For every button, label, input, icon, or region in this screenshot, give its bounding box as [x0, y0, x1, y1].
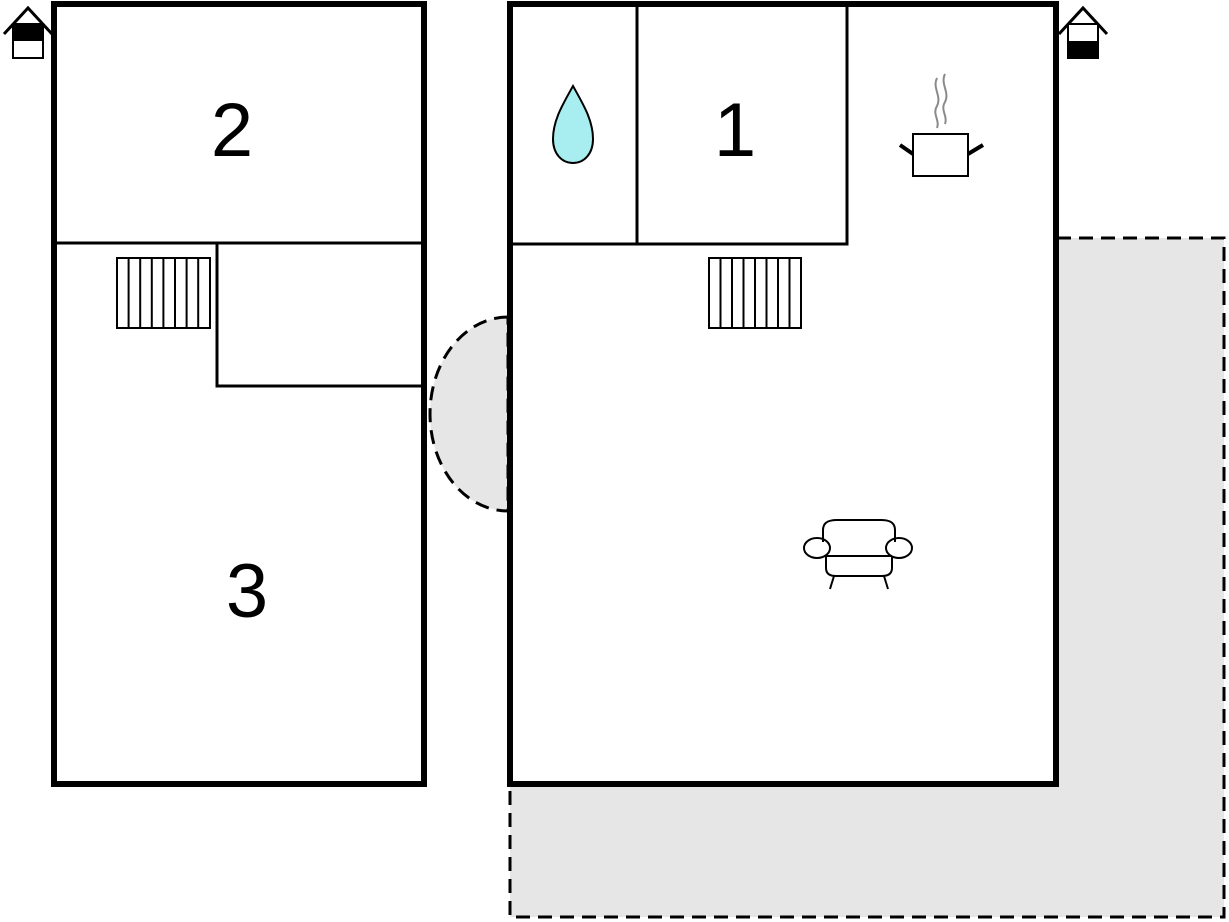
armchair-icon	[803, 519, 913, 590]
floor-upper-house-icon	[1057, 5, 1109, 59]
left-outer-wall	[51, 1, 427, 787]
stairs-icon	[708, 257, 802, 329]
cooking-pot-icon	[898, 73, 985, 177]
room-1-label: 1	[714, 88, 756, 173]
right-building: 1	[507, 1, 1059, 787]
room-2-label: 2	[211, 88, 253, 173]
terrace-area	[508, 236, 1226, 919]
room-3-label: 3	[226, 549, 268, 634]
stairs-icon	[116, 257, 211, 329]
left-building: 2 3	[51, 1, 427, 787]
right-outer-wall	[507, 1, 1059, 787]
floor-lower-house-icon	[2, 5, 54, 59]
left-stair-landing-wall	[215, 243, 424, 388]
room-1-wall	[510, 4, 849, 246]
balcony-area	[428, 315, 510, 513]
water-drop-icon	[551, 83, 595, 165]
